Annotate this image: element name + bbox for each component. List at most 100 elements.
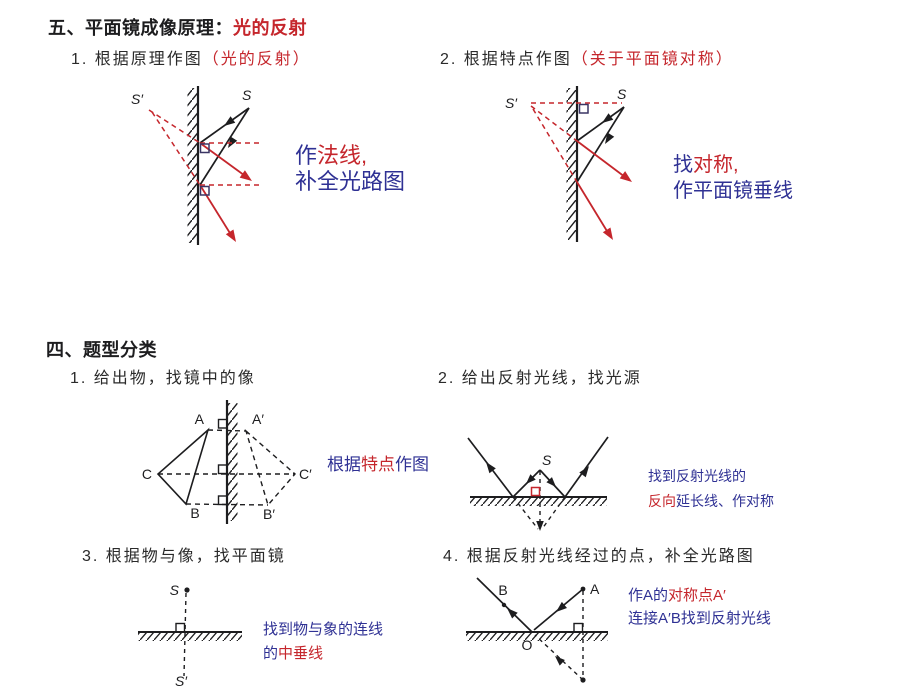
principle-diagram-svg: S′ S	[131, 86, 263, 245]
reflected-rays	[199, 142, 249, 239]
note-text: 中垂线	[278, 645, 324, 662]
connector-lines-dashed	[158, 429, 295, 506]
source-point-label: S	[542, 452, 552, 468]
image-point-label: S′	[175, 673, 188, 688]
section5-item1-text: 1. 根据原理作图	[71, 51, 203, 68]
section5-item2-text: 2. 根据特点作图	[440, 51, 572, 68]
note-complete-path: 作A的对称点A′ 连接A′B找到反射光线	[628, 584, 771, 630]
reflected-arrowhead	[602, 227, 613, 240]
incident-arrowhead	[602, 113, 614, 123]
find-source-diagram-svg: S	[467, 436, 609, 531]
point-b-dot	[501, 602, 507, 608]
image-point-label: S′	[131, 91, 144, 107]
object-point-dot	[184, 587, 190, 593]
section4-heading: 四、题型分类	[46, 340, 157, 360]
point-a-prime-dot	[580, 677, 586, 683]
note-text: 对称点A′	[668, 587, 726, 604]
incident-arrowhead	[605, 132, 615, 144]
note-text: 根据	[327, 455, 361, 474]
point-b-label: B	[190, 505, 199, 521]
mirror-hatching	[566, 88, 577, 240]
incident-arrowhead	[224, 116, 236, 126]
note-text: 补全光路图	[295, 169, 406, 194]
right-angle-marks	[199, 143, 210, 196]
section4-item3: 3. 根据物与像，找平面镜	[82, 548, 286, 565]
point-b-label: B	[498, 582, 507, 598]
section5-heading-black: 五、平面镜成像原理：	[48, 18, 233, 38]
note-text: 找到物与象的连线	[263, 621, 384, 638]
section4-item2: 2. 给出反射光线，找光源	[438, 370, 642, 387]
note-symmetry: 找对称, 作平面镜垂线	[673, 152, 793, 204]
source-point-label: S	[242, 87, 252, 103]
note-principle: 作法线, 补全光路图	[295, 143, 405, 195]
reflected-rays	[576, 140, 630, 237]
point-a-label: A	[590, 581, 600, 597]
reflected-arrowhead	[225, 229, 236, 242]
normal-lines-dashed	[200, 142, 263, 186]
reflected-arrowhead	[239, 170, 252, 181]
section5-item1-paren: （光的反射）	[202, 51, 311, 68]
note-text: 的	[263, 645, 279, 662]
reflected-arrowhead	[579, 466, 589, 478]
right-angle-mark	[530, 486, 541, 497]
note-find-source: 找到反射光线的 反向延长线、作对称	[648, 464, 774, 514]
note-text: 反向	[648, 493, 676, 509]
note-text: 连接A′B找到反射光线	[628, 610, 771, 627]
incident-arrowhead	[546, 477, 556, 487]
section5-item2: 2. 根据特点作图（关于平面镜对称）	[440, 45, 734, 69]
image-point-label: S′	[505, 95, 518, 111]
image-triangle-dashed	[244, 428, 296, 507]
section5-heading: 五、平面镜成像原理：光的反射	[48, 14, 307, 40]
note-text: 作图	[395, 455, 429, 474]
point-c-prime-label: C′	[299, 466, 312, 482]
point-c-label: C	[142, 466, 152, 482]
point-o-label: O	[522, 637, 533, 653]
mirror-hatching	[470, 498, 607, 506]
reflected-arrowhead	[619, 171, 632, 182]
note-text: 对称,	[693, 154, 739, 176]
backward-extensions-dashed	[512, 471, 566, 530]
incident-arrowhead	[556, 601, 567, 612]
extension-arrowhead	[555, 656, 565, 666]
section5-heading-red: 光的反射	[233, 18, 307, 38]
incident-rays	[576, 106, 625, 183]
mirror-hatching	[466, 633, 608, 641]
note-text: 作	[295, 143, 318, 168]
point-a-prime-label: A′	[252, 411, 264, 427]
point-a-label: A	[195, 411, 205, 427]
point-a-dot	[580, 586, 586, 592]
right-angle-mark	[175, 622, 186, 633]
section5-item2-paren: （关于平面镜对称）	[571, 51, 734, 68]
find-mirror-diagram-svg: S S′	[138, 582, 242, 688]
note-text: 作平面镜垂线	[673, 180, 793, 202]
mirror-hatching	[138, 633, 242, 641]
note-text: 延长线、作对称	[676, 493, 774, 509]
object-triangle	[156, 427, 210, 506]
reflected-arrowhead	[507, 608, 518, 619]
incident-arrowhead	[526, 474, 536, 484]
construction-lines-dashed	[534, 591, 584, 681]
source-point-label: S	[170, 582, 180, 598]
incident-arrowhead	[228, 136, 238, 148]
right-angle-mark	[573, 622, 584, 633]
section4-item1: 1. 给出物，找镜中的像	[70, 370, 256, 387]
reflected-arrowhead	[486, 462, 496, 474]
point-b-prime-label: B′	[263, 506, 275, 522]
object-image-connector-dashed	[183, 592, 187, 677]
source-point-label: S	[617, 86, 627, 102]
complete-path-diagram-svg: B A O	[466, 577, 608, 683]
note-text: 找到反射光线的	[648, 468, 746, 484]
note-text: 特点	[361, 455, 395, 474]
note-text: 找	[673, 154, 693, 176]
mirror-hatching	[227, 403, 238, 521]
backward-extensions-dashed	[148, 109, 201, 186]
note-object-image: 根据特点作图	[327, 450, 429, 475]
right-angle-marks	[217, 418, 228, 506]
note-text: 作A的	[628, 587, 669, 604]
extension-arrowhead	[536, 521, 544, 531]
section4-item4: 4. 根据反射光线经过的点，补全光路图	[443, 548, 755, 565]
note-find-mirror: 找到物与象的连线 的中垂线	[263, 618, 383, 666]
note-text: 法线,	[317, 143, 368, 168]
object-image-diagram-svg: A A′ C C′ B B′	[142, 400, 312, 524]
